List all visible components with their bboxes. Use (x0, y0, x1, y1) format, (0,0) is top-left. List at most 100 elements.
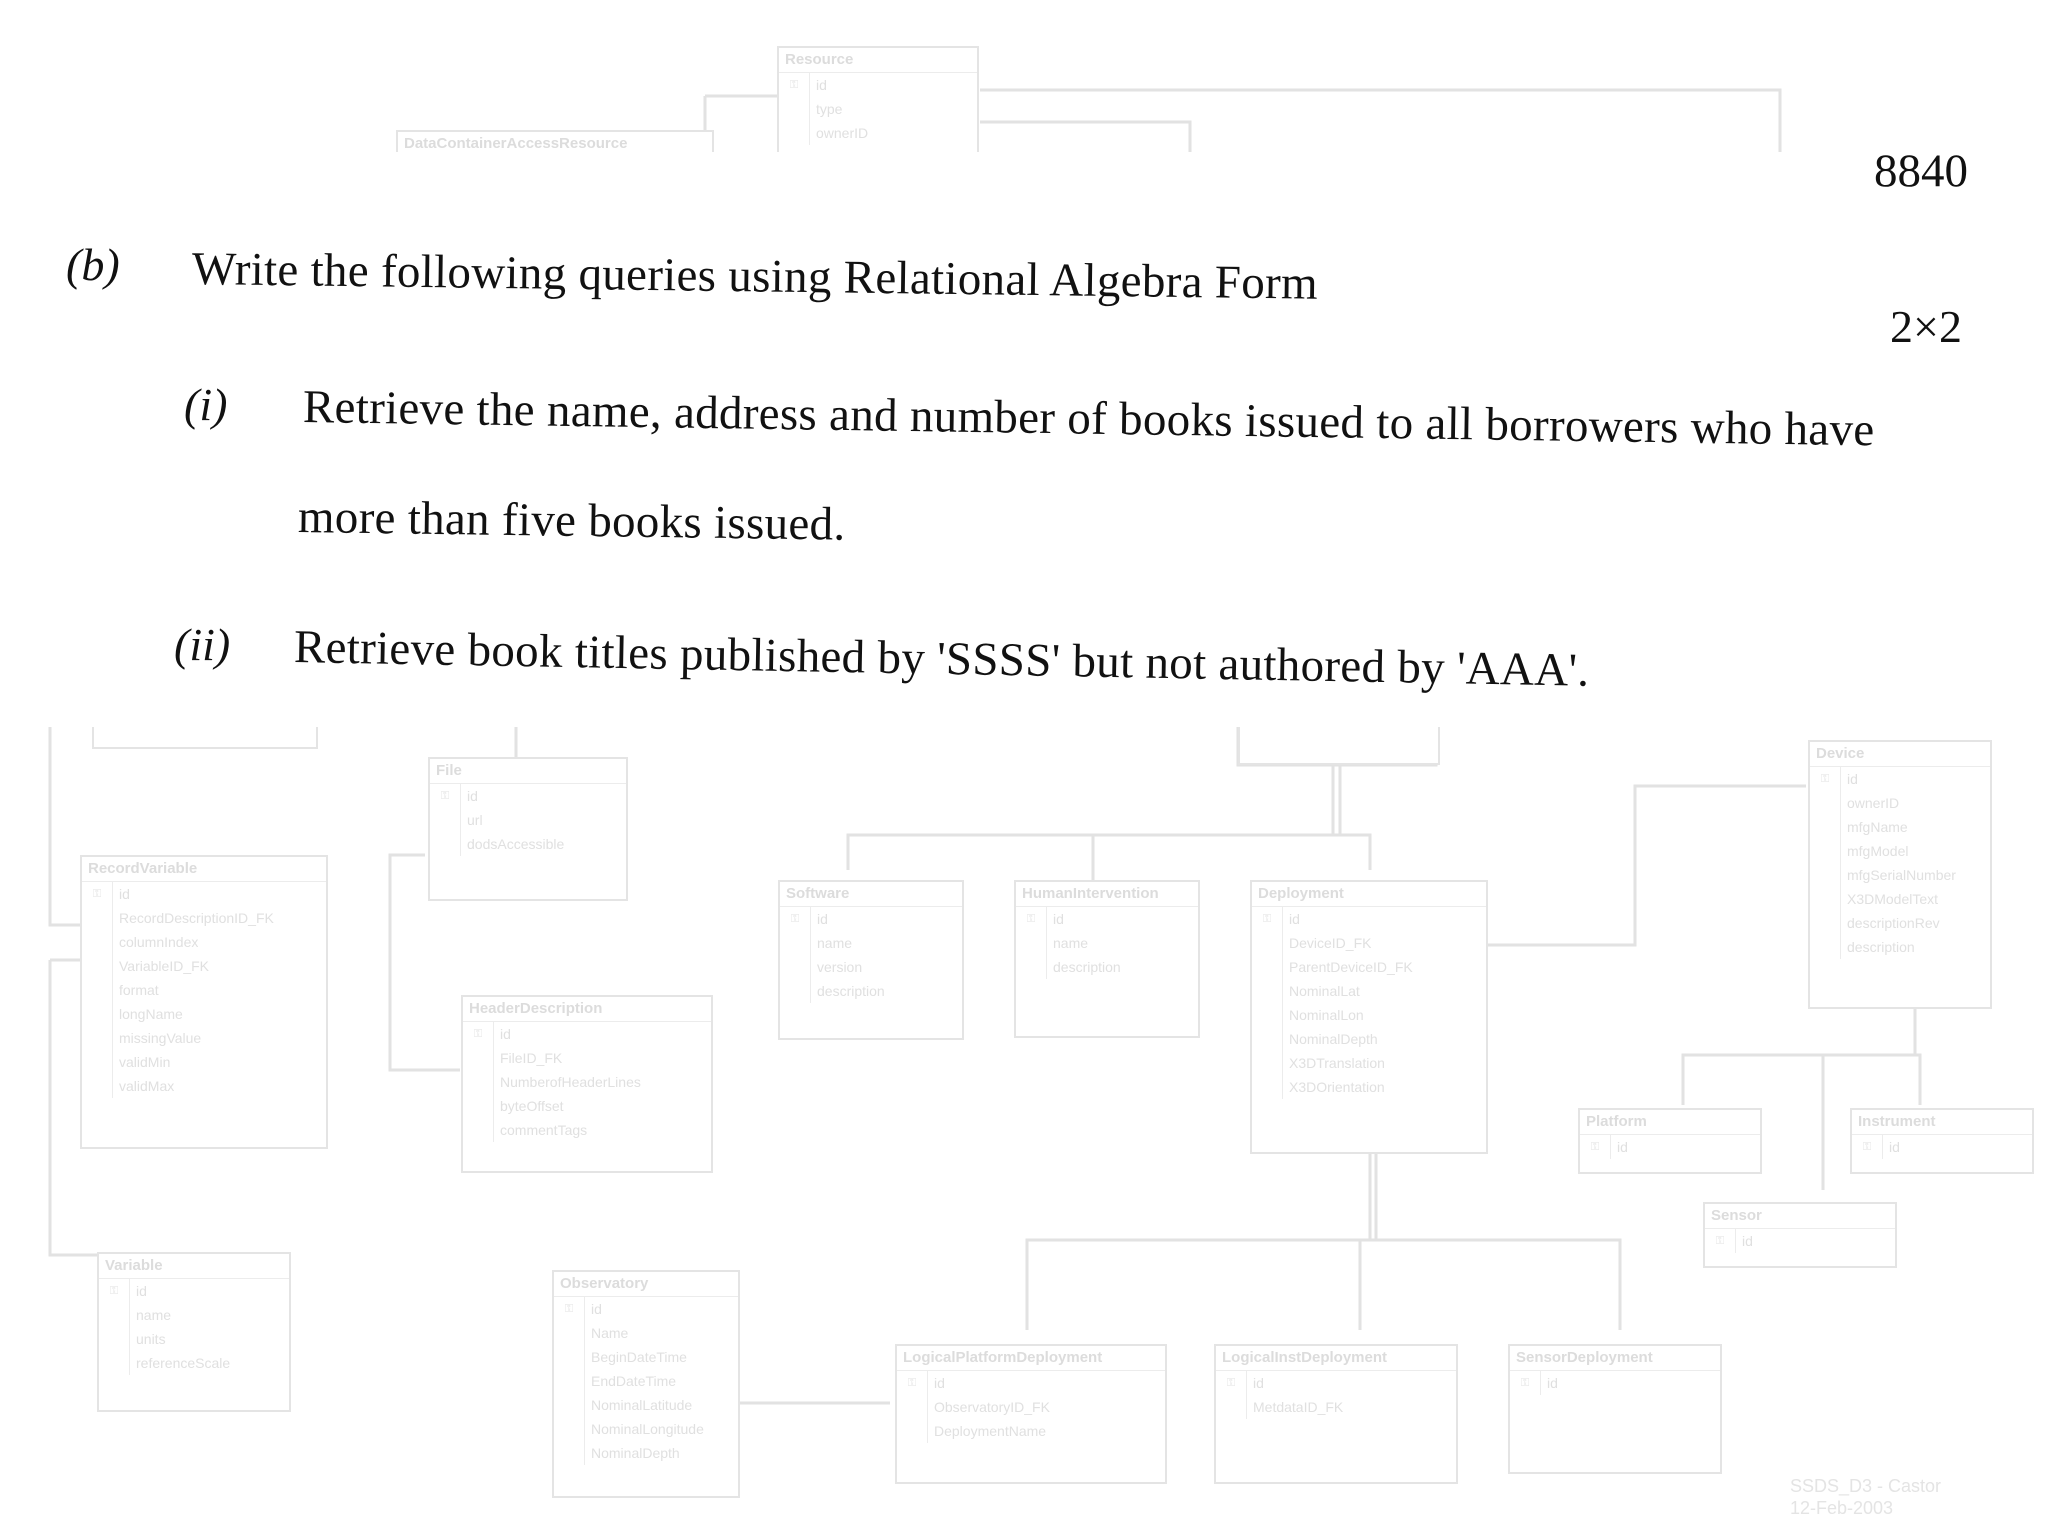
table-field: Name (591, 1325, 629, 1341)
table-field: id (1053, 911, 1064, 927)
table-field: description (1053, 959, 1121, 975)
watermark-line: SSDS_D3 - Castor (1790, 1476, 1942, 1496)
table-field: ownerID (1847, 795, 1900, 811)
table-field: id (591, 1301, 602, 1317)
table-field: id (500, 1026, 511, 1042)
table-field: NumberofHeaderLines (500, 1074, 641, 1090)
table-field: commentTags (500, 1122, 588, 1138)
table-field: FileID_FK (500, 1050, 563, 1066)
table-field: id (1742, 1233, 1753, 1249)
table-field: type (816, 101, 843, 117)
table-human-intervention: HumanIntervention ⚿id name description (1014, 880, 1200, 1038)
table-field: id (1617, 1139, 1628, 1155)
table-field: id (1253, 1375, 1264, 1391)
table-field: NominalLon (1289, 1007, 1364, 1023)
table-field: id (1889, 1139, 1900, 1155)
table-field: BeginDateTime (591, 1349, 687, 1365)
table-field: version (817, 959, 863, 975)
table-field: X3DTranslation (1289, 1055, 1385, 1071)
table-field: byteOffset (500, 1098, 564, 1114)
question-label: (b) (66, 239, 120, 290)
table-field: id (934, 1375, 945, 1391)
table-field: NominalLongitude (591, 1421, 704, 1437)
table-field: id (1847, 771, 1858, 787)
table-title: Observatory (554, 1272, 738, 1297)
table-field: mfgSerialNumber (1847, 867, 1956, 883)
table-field: format (119, 982, 159, 998)
table-field: ObservatoryID_FK (934, 1399, 1050, 1415)
table-field: longName (119, 1006, 183, 1022)
table-field: name (817, 935, 853, 951)
table-field: NominalDepth (591, 1445, 680, 1461)
table-field: id (817, 911, 828, 927)
table-field: NominalLatitude (591, 1397, 693, 1413)
table-fragment (92, 727, 318, 749)
table-sensor-deployment: SensorDeployment ⚿id (1508, 1344, 1722, 1474)
table-title: SensorDeployment (1510, 1346, 1720, 1371)
part-i-line-2: more than five books issued. (297, 491, 846, 551)
table-field: referenceScale (136, 1355, 231, 1371)
table-field: mfgName (1847, 819, 1908, 835)
table-title: Resource (779, 48, 977, 73)
table-device: Device ⚿id ownerID mfgName mfgModel mfgS… (1808, 740, 1992, 1009)
table-field: X3DModelText (1847, 891, 1939, 907)
table-field: descriptionRev (1847, 915, 1940, 931)
table-field: DeploymentName (934, 1423, 1047, 1439)
table-field: ParentDeviceID_FK (1289, 959, 1413, 975)
table-title: RecordVariable (82, 857, 326, 882)
table-observatory: Observatory ⚿id Name BeginDateTime EndDa… (552, 1270, 740, 1498)
table-field: description (817, 983, 885, 999)
table-deployment: Deployment ⚿id DeviceID_FK ParentDeviceI… (1250, 880, 1488, 1154)
table-fragment (1238, 727, 1440, 765)
table-title: File (430, 759, 626, 784)
table-title: LogicalPlatformDeployment (897, 1346, 1165, 1371)
part-label-ii: (ii) (174, 619, 231, 670)
table-logical-platform-deployment: LogicalPlatformDeployment ⚿id Observator… (895, 1344, 1167, 1484)
table-field: url (467, 812, 483, 828)
table-field: X3DOrientation (1289, 1079, 1385, 1095)
table-title: Software (780, 882, 962, 907)
diagram-watermark: SSDS_D3 - Castor 12-Feb-2003 (1790, 1475, 1941, 1519)
table-field: id (816, 77, 827, 93)
table-variable: Variable ⚿id name units referenceScale (97, 1252, 291, 1412)
table-field: missingValue (119, 1030, 202, 1046)
table-field: columnIndex (119, 934, 199, 950)
table-field: dodsAccessible (467, 836, 565, 852)
table-resource: Resource ⚿id type ownerID (777, 46, 979, 156)
table-title: HeaderDescription (463, 997, 711, 1022)
watermark-line: 12-Feb-2003 (1790, 1498, 1894, 1518)
table-field: units (136, 1331, 166, 1347)
table-header-description: HeaderDescription ⚿id FileID_FK Numberof… (461, 995, 713, 1173)
question-band (0, 152, 2048, 727)
table-field: id (136, 1283, 147, 1299)
table-title: Variable (99, 1254, 289, 1279)
table-title: HumanIntervention (1016, 882, 1198, 907)
table-title: Deployment (1252, 882, 1486, 907)
table-title: Instrument (1852, 1110, 2032, 1135)
table-field: DeviceID_FK (1289, 935, 1372, 951)
table-record-variable: RecordVariable ⚿id RecordDescriptionID_F… (80, 855, 328, 1149)
table-field: RecordDescriptionID_FK (119, 910, 274, 926)
table-field: validMax (119, 1078, 175, 1094)
table-platform: Platform ⚿id (1578, 1108, 1762, 1174)
table-field: mfgModel (1847, 843, 1909, 859)
table-field: name (1053, 935, 1089, 951)
table-field: id (467, 788, 478, 804)
table-logical-inst-deployment: LogicalInstDeployment ⚿id MetdataID_FK (1214, 1344, 1458, 1484)
table-field: id (119, 886, 130, 902)
table-title: Device (1810, 742, 1990, 767)
table-file: File ⚿id url dodsAccessible (428, 757, 628, 901)
table-field: NominalDepth (1289, 1031, 1378, 1047)
table-software: Software ⚿id name version description (778, 880, 964, 1040)
question-marks: 2×2 (1890, 301, 1962, 352)
table-title: LogicalInstDeployment (1216, 1346, 1456, 1371)
table-sensor: Sensor ⚿id (1703, 1202, 1897, 1268)
table-field: description (1847, 939, 1915, 955)
table-field: id (1289, 911, 1300, 927)
table-title: Platform (1580, 1110, 1760, 1135)
table-field: ownerID (816, 125, 869, 141)
table-field: MetdataID_FK (1253, 1399, 1344, 1415)
table-field: name (136, 1307, 172, 1323)
